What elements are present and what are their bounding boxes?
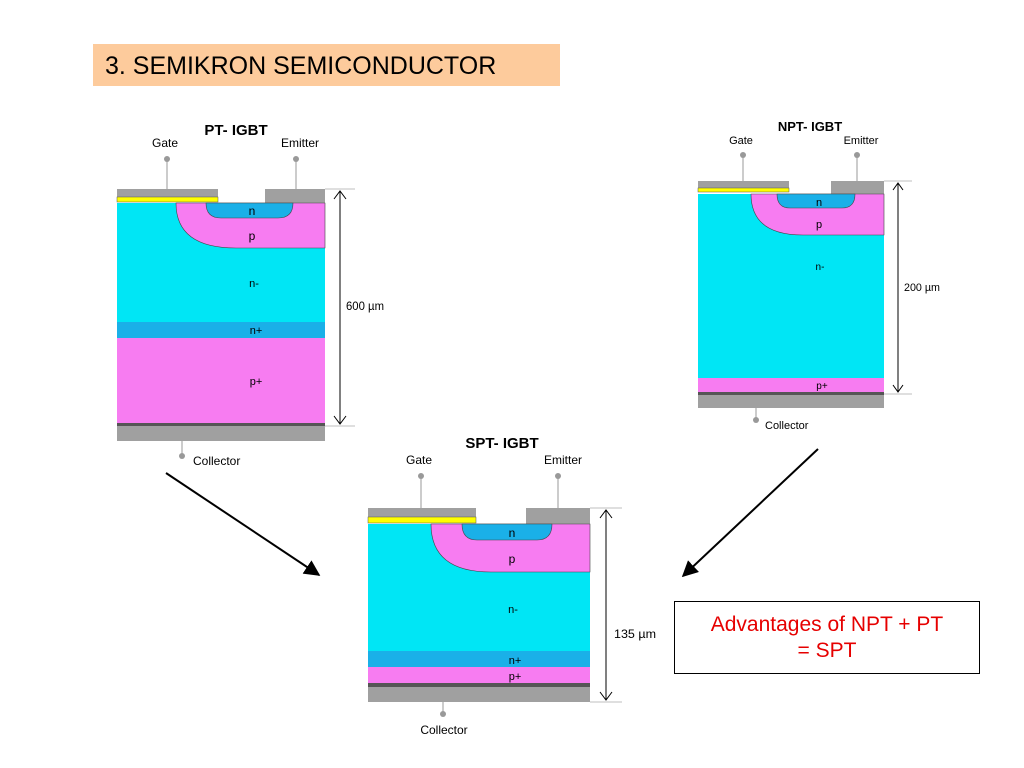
npt-emitter-label: Emitter — [844, 135, 879, 147]
spt-n-source — [461, 523, 553, 541]
pt-p-label: p — [249, 229, 256, 243]
pt-gate-metal — [117, 189, 218, 197]
spt-gate-metal — [368, 508, 476, 517]
pt-igbt-diagram: PT- IGBT Gate Emitter n p n- n+ p+ 600 µ… — [116, 122, 384, 468]
npt-to-spt-arrow — [681, 448, 819, 578]
pt-to-spt-arrow — [165, 472, 321, 576]
spt-collector-label: Collector — [420, 723, 467, 737]
pt-collector-label: Collector — [193, 454, 240, 468]
pt-gate-label: Gate — [152, 136, 178, 150]
npt-p-plus-region — [698, 378, 884, 392]
npt-collector-terminal — [753, 417, 759, 423]
pt-n-plus-label: n+ — [250, 325, 263, 337]
spt-gate-label: Gate — [406, 453, 432, 467]
npt-n-source — [776, 193, 856, 209]
spt-collector-terminal — [440, 711, 446, 717]
spt-n-plus-label: n+ — [509, 655, 522, 667]
npt-thickness-label: 200 µm — [904, 282, 940, 294]
npt-n-label: n — [816, 197, 822, 209]
pt-n-source — [205, 202, 294, 219]
spt-n-plus-region — [368, 651, 590, 667]
npt-collector-metal — [698, 395, 884, 408]
npt-emitter-terminal — [854, 152, 860, 158]
npt-p-label: p — [816, 219, 822, 231]
npt-gate-label: Gate — [729, 135, 753, 147]
pt-emitter-terminal — [293, 156, 299, 162]
pt-emitter-metal — [265, 189, 325, 203]
pt-n-label: n — [249, 204, 256, 218]
spt-p-plus-region — [368, 667, 590, 683]
npt-collector-label: Collector — [765, 420, 809, 432]
advantages-line-2: = SPT — [797, 638, 857, 662]
spt-emitter-terminal — [555, 473, 561, 479]
npt-n-minus-label: n- — [816, 262, 825, 273]
npt-p-plus-label: p+ — [816, 381, 828, 392]
spt-emitter-metal — [526, 508, 590, 524]
npt-igbt-diagram: NPT- IGBT Gate Emitter n p n- p+ 200 µm … — [697, 119, 942, 432]
pt-thickness-label: 600 µm — [346, 299, 384, 313]
pt-collector-terminal — [179, 453, 185, 459]
pt-gate-terminal — [164, 156, 170, 162]
npt-gate-oxide — [697, 187, 790, 193]
pt-collector-line — [117, 423, 325, 426]
npt-gate-metal — [698, 181, 789, 188]
pt-title: PT- IGBT — [204, 122, 267, 139]
spt-igbt-diagram: SPT- IGBT Gate Emitter n p n- n+ p+ 135 … — [367, 435, 656, 737]
pt-gate-oxide — [116, 196, 219, 203]
spt-gate-oxide — [367, 516, 477, 524]
npt-collector-line — [698, 392, 884, 395]
pt-n-minus-label: n- — [249, 278, 259, 290]
advantages-box: Advantages of NPT + PT = SPT — [674, 601, 980, 674]
advantages-line-1: Advantages of NPT + PT — [710, 612, 944, 636]
spt-n-label: n — [509, 526, 516, 540]
spt-p-plus-label: p+ — [509, 671, 522, 683]
spt-gate-terminal — [418, 473, 424, 479]
npt-title: NPT- IGBT — [778, 119, 842, 134]
spt-thickness-label: 135 µm — [614, 627, 656, 641]
npt-gate-terminal — [740, 152, 746, 158]
npt-emitter-metal — [831, 181, 884, 194]
pt-n-plus-region — [117, 322, 325, 338]
pt-p-plus-region — [117, 338, 325, 423]
spt-emitter-label: Emitter — [544, 453, 582, 467]
pt-collector-metal — [117, 426, 325, 441]
spt-collector-metal — [368, 687, 590, 702]
spt-p-label: p — [509, 552, 516, 566]
spt-n-minus-label: n- — [508, 604, 518, 616]
slide-title: 3. SEMIKRON SEMICONDUCTOR — [93, 44, 560, 86]
pt-emitter-label: Emitter — [281, 136, 319, 150]
spt-title: SPT- IGBT — [465, 435, 538, 452]
pt-p-plus-label: p+ — [250, 376, 263, 388]
spt-collector-line — [368, 683, 590, 687]
